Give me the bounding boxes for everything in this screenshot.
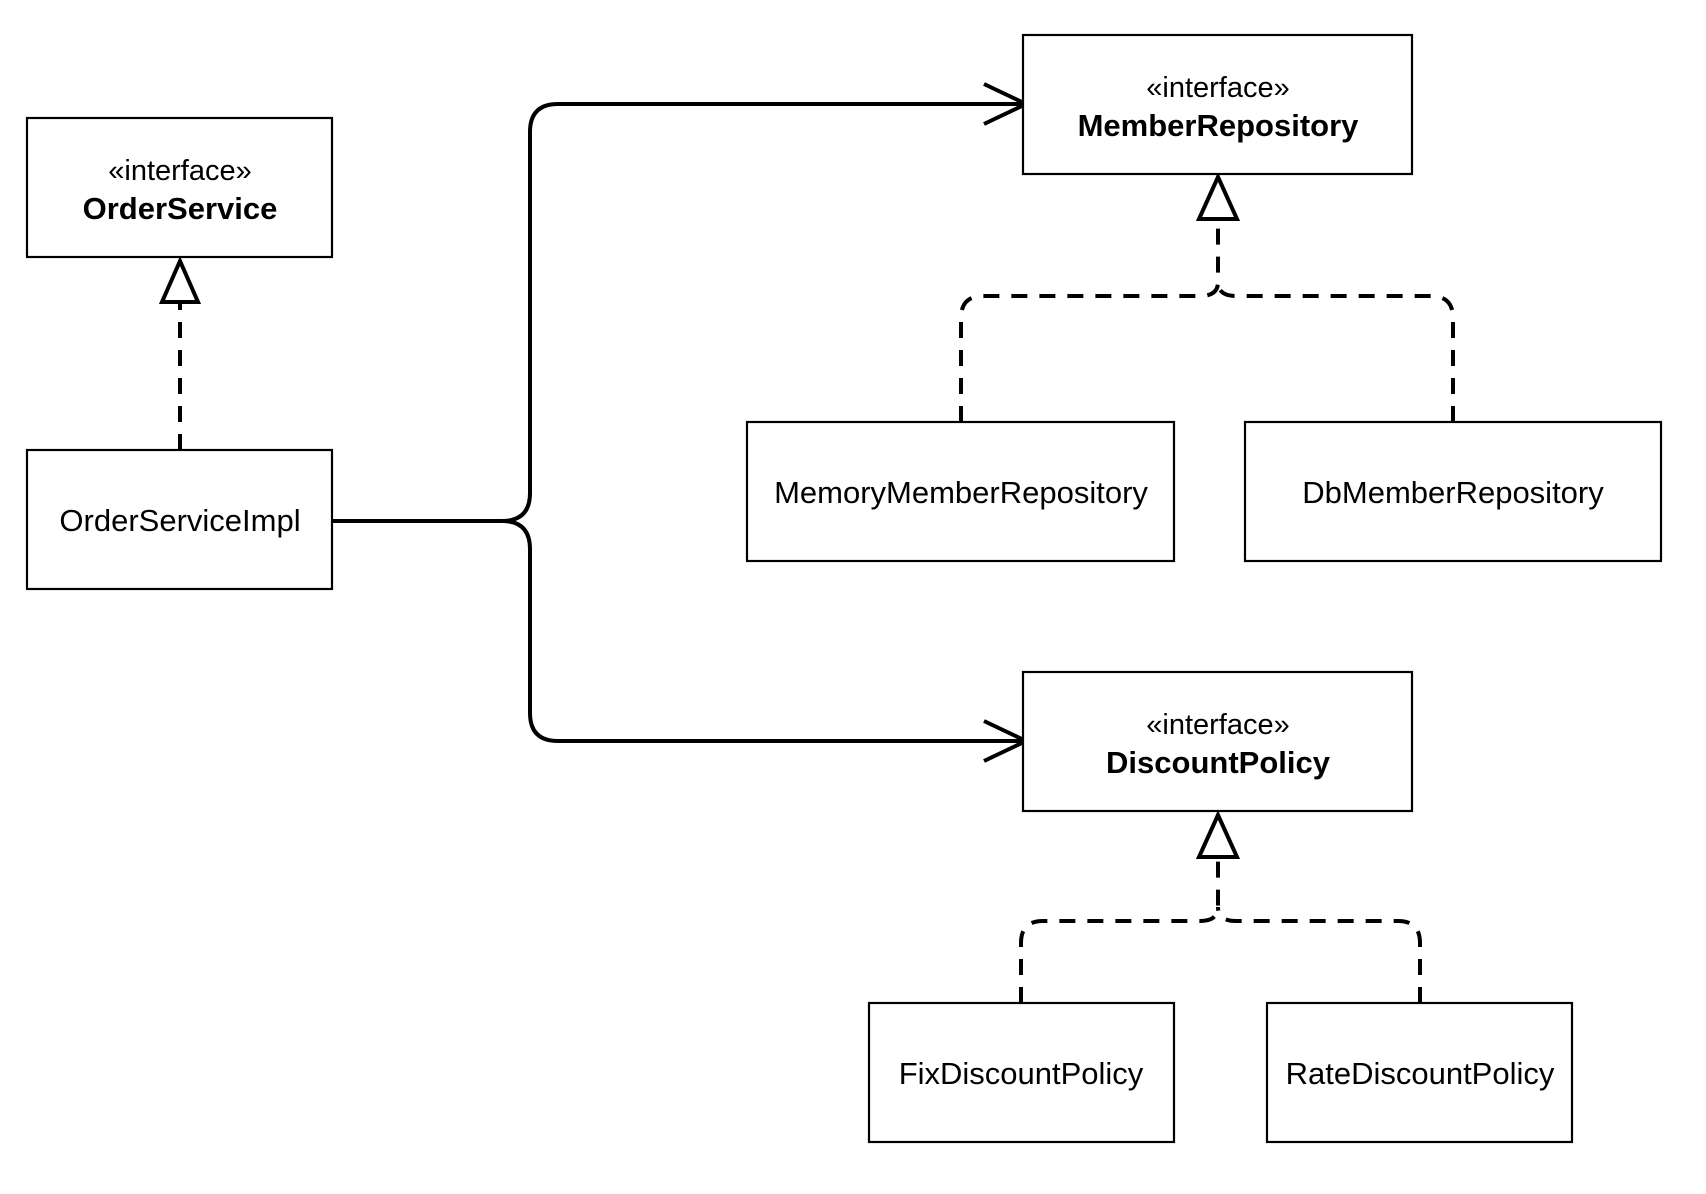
- dashed-line-db-member-repository: [1216, 281, 1455, 422]
- class-rate-discount-policy: RateDiscountPolicy: [1265, 1001, 1574, 1144]
- class-name: OrderService: [83, 191, 278, 226]
- stereotype-label: «interface»: [108, 155, 252, 187]
- stereotype-label: «interface»: [1146, 709, 1290, 741]
- association-line-to-discount-policy: [501, 519, 1028, 743]
- dashed-line-rate-discount-policy: [1216, 906, 1422, 1003]
- realization-discount-policy: [1019, 810, 1422, 1003]
- class-name: DiscountPolicy: [1106, 745, 1331, 780]
- class-order-service-impl: OrderServiceImpl: [25, 448, 334, 591]
- hollow-triangle-arrowhead: [158, 256, 202, 304]
- hollow-triangle-arrowhead: [1195, 810, 1241, 859]
- class-name: RateDiscountPolicy: [1286, 1056, 1555, 1091]
- class-name: OrderServiceImpl: [59, 503, 300, 538]
- stereotype-label: «interface»: [1146, 72, 1290, 104]
- class-member-repository: «interface» MemberRepository: [1021, 33, 1414, 176]
- association-line-to-member-repository: [332, 102, 1028, 523]
- class-name: FixDiscountPolicy: [899, 1056, 1144, 1091]
- class-name: MemoryMemberRepository: [774, 475, 1148, 510]
- class-db-member-repository: DbMemberRepository: [1243, 420, 1663, 563]
- class-order-service: «interface» OrderService: [25, 116, 334, 259]
- class-name: DbMemberRepository: [1302, 475, 1604, 510]
- hollow-triangle-arrowhead: [1195, 172, 1241, 221]
- class-discount-policy: «interface» DiscountPolicy: [1021, 670, 1414, 813]
- dashed-line-memory-member-repository: [959, 220, 1220, 422]
- realization-member-repository: [959, 172, 1455, 422]
- dashed-line-fix-discount-policy: [1019, 858, 1220, 1003]
- class-name: MemberRepository: [1078, 108, 1360, 143]
- class-fix-discount-policy: FixDiscountPolicy: [867, 1001, 1176, 1144]
- class-memory-member-repository: MemoryMemberRepository: [745, 420, 1176, 563]
- realization-order-service: [158, 256, 202, 450]
